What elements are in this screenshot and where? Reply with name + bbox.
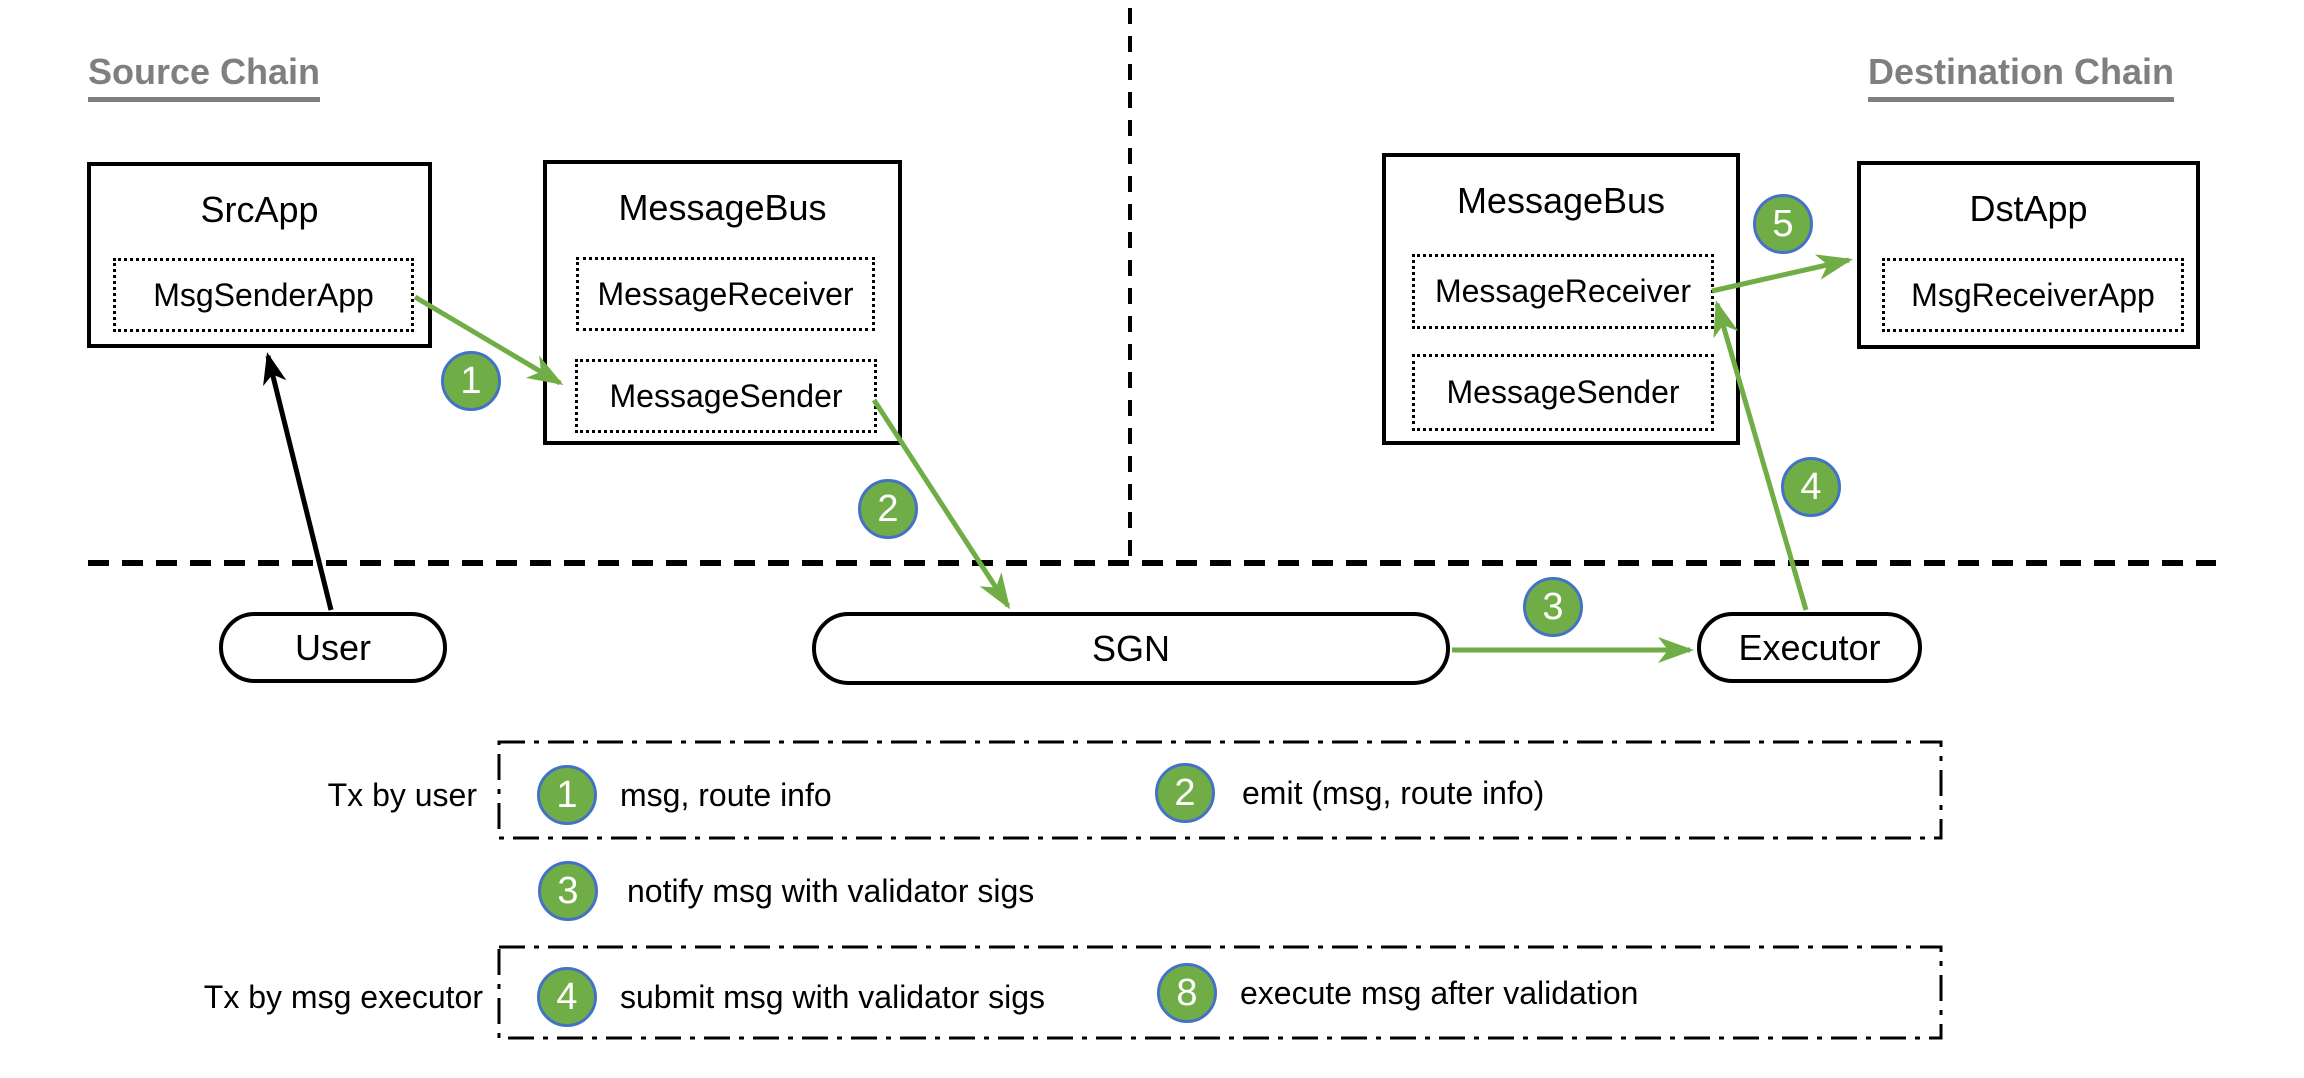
step-badge-4: 4: [1781, 457, 1841, 517]
step-badge-1: 1: [441, 351, 501, 411]
legend-badge-3: 3: [538, 861, 598, 921]
legend-badge-2: 2: [1155, 763, 1215, 823]
legend-text-8: execute msg after validation: [1240, 975, 1639, 1011]
source-message-receiver-module: MessageReceiver: [576, 257, 875, 331]
dst-app-box: DstApp MsgReceiverApp: [1857, 161, 2200, 349]
legend-text-1: msg, route info: [620, 777, 832, 813]
step-badge-2: 2: [858, 479, 918, 539]
destination-message-bus-box: MessageBus MessageReceiver MessageSender: [1382, 153, 1740, 445]
msg-receiver-app-module: MsgReceiverApp: [1882, 258, 2184, 332]
legend-badge-8: 8: [1157, 963, 1217, 1023]
src-app-title: SrcApp: [200, 189, 319, 230]
sgn-pill: SGN: [812, 612, 1450, 685]
step-badge-3: 3: [1523, 577, 1583, 637]
executor-pill: Executor: [1697, 612, 1922, 683]
msg-sender-app-module: MsgSenderApp: [113, 258, 414, 332]
step-badge-5: 5: [1753, 194, 1813, 254]
legend-badge-4: 4: [537, 967, 597, 1027]
destination-message-receiver-module: MessageReceiver: [1412, 254, 1714, 329]
legend-text-3: notify msg with validator sigs: [627, 873, 1035, 909]
legend-badge-1: 1: [537, 765, 597, 825]
arrow-user-to-srcapp: [263, 352, 334, 611]
legend-text-4: submit msg with validator sigs: [620, 979, 1046, 1015]
source-message-bus-title: MessageBus: [618, 187, 827, 228]
destination-chain-heading: Destination Chain: [1868, 50, 2175, 102]
source-message-bus-box: MessageBus MessageReceiver MessageSender: [543, 160, 902, 445]
user-pill: User: [219, 612, 447, 683]
destination-message-bus-title: MessageBus: [1456, 180, 1666, 221]
source-message-sender-module: MessageSender: [575, 359, 877, 433]
src-app-box: SrcApp MsgSenderApp: [87, 162, 432, 348]
legend-row1-label: Tx by user: [327, 777, 477, 813]
legend-row2-label: Tx by msg executor: [203, 979, 483, 1015]
source-chain-heading: Source Chain: [88, 50, 321, 102]
dst-app-title: DstApp: [1969, 188, 2088, 229]
destination-message-sender-module: MessageSender: [1412, 354, 1714, 431]
legend-text-2: emit (msg, route info): [1242, 775, 1545, 811]
